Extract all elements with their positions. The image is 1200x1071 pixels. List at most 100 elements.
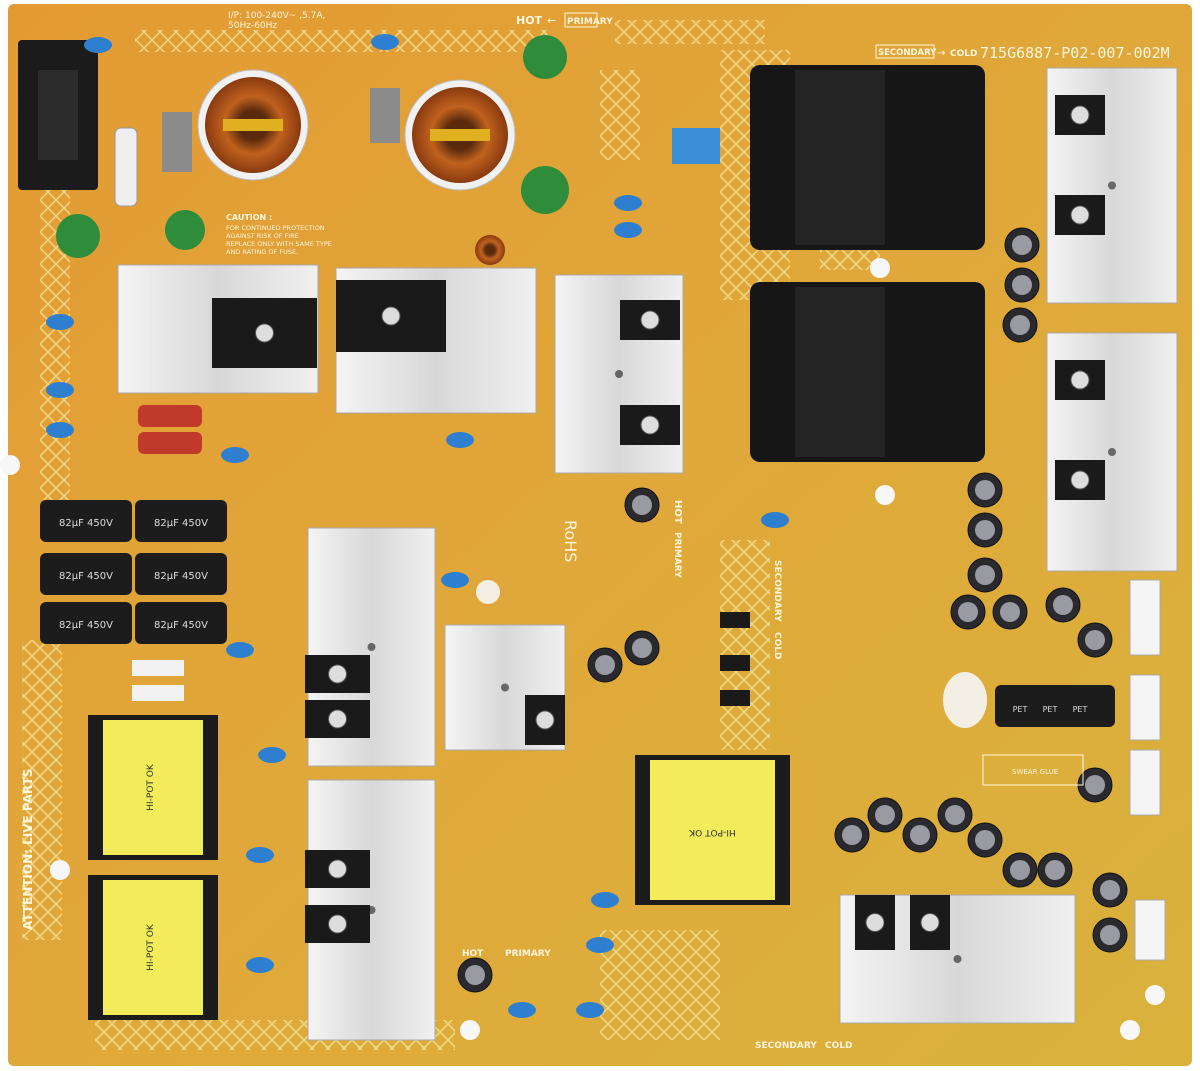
bulk-electrolytic-capacitor [135, 602, 227, 644]
film-capacitor [162, 112, 192, 172]
mounting-screw [920, 913, 940, 932]
mounting-screw [1070, 105, 1090, 125]
ceramic-capacitor [46, 382, 74, 398]
part-number: 715G6887-P02-007-002M [980, 44, 1170, 62]
mounting-screw [640, 415, 660, 435]
secondary-label: SECONDARY [755, 1041, 817, 1051]
capacitor-top [1012, 275, 1032, 295]
small-inductor [475, 235, 505, 265]
capacitor-top [975, 480, 995, 500]
hatched-copper-area [600, 930, 720, 1040]
caution-title: CAUTION : [226, 213, 272, 222]
pet-label: PET [1043, 705, 1058, 714]
capacitor-top [1085, 775, 1105, 795]
secondary-label: SECONDARY [878, 48, 937, 58]
input-rating-text: I/P: 100-240V~ ,5.7A, [228, 11, 325, 21]
capacitor-top [1053, 595, 1073, 615]
board-mounting-hole [875, 485, 895, 505]
secondary-cold-marking-mid: SECONDARY COLD [772, 560, 782, 659]
mounting-screw [640, 310, 660, 330]
mounting-screw [328, 914, 347, 934]
ceramic-capacitor [84, 37, 112, 53]
hatched-copper-area [600, 70, 640, 160]
ceramic-capacitor [614, 195, 642, 211]
capacitor-top [465, 965, 485, 985]
varistor [165, 210, 205, 250]
secondary-box [875, 44, 935, 59]
ceramic-capacitor [446, 432, 474, 448]
ceramic-capacitor [761, 512, 789, 528]
bulk-electrolytic-capacitor [40, 553, 132, 595]
transformer-core [795, 287, 885, 457]
heatsink-hole [501, 683, 509, 692]
capacitor-rating: 82µF 450V [59, 620, 113, 631]
transformer-core [795, 70, 885, 245]
primary-label: PRIMARY [567, 17, 613, 27]
hatched-copper-area [720, 540, 770, 750]
cold-label: COLD [825, 1041, 852, 1051]
ceramic-capacitor [441, 572, 469, 588]
capacitor-top [1000, 602, 1020, 622]
swear-glue-label: SWEAR GLUE [1012, 768, 1058, 776]
wire-connector [1129, 579, 1161, 656]
capacitor-top [1010, 315, 1030, 335]
capacitor-top [1012, 235, 1032, 255]
red-film-capacitor [138, 432, 202, 454]
primary-label: PRIMARY [672, 532, 682, 578]
optocoupler [720, 612, 750, 628]
input-frequency-text: 50Hz-60Hz [228, 21, 277, 31]
board-mounting-hole [0, 455, 20, 475]
mounting-screw [535, 710, 555, 730]
glue-area [982, 754, 1084, 786]
capacitor-rating: 82µF 450V [59, 571, 113, 582]
transformer-label: HI-POT OK [688, 827, 736, 837]
capacitor-top [875, 805, 895, 825]
mounting-screw [865, 913, 885, 932]
bulk-electrolytic-capacitor [40, 500, 132, 542]
heatsink-hole [615, 370, 623, 378]
capacitor-rating: 82µF 450V [59, 518, 113, 529]
ceramic-capacitor [46, 422, 74, 438]
yellow-transformer [650, 760, 775, 900]
wire-connector [1134, 899, 1166, 961]
optocoupler [720, 690, 750, 706]
primary-box [564, 12, 598, 28]
caution-line: FOR CONTINUED PROTECTION [226, 224, 325, 232]
hot-primary-marking-mid: HOT PRIMARY [672, 500, 683, 578]
capacitor-top [975, 565, 995, 585]
varistor [56, 214, 100, 258]
hatched-copper-area [135, 30, 555, 52]
capacitor-top [1100, 925, 1120, 945]
ceramic-capacitor [591, 892, 619, 908]
capacitor-top [975, 830, 995, 850]
ceramic-capacitor [586, 937, 614, 953]
mounting-screw [328, 709, 347, 729]
ceramic-capacitor [246, 847, 274, 863]
mounting-screw [255, 323, 274, 343]
caution-line: REPLACE ONLY WITH SAME TYPE [226, 240, 332, 248]
fuse [114, 127, 138, 207]
ceramic-capacitor [258, 747, 286, 763]
ceramic-resistor [132, 660, 184, 676]
pet-label: PET [1073, 705, 1088, 714]
ceramic-capacitor [221, 447, 249, 463]
capacitor-top [632, 638, 652, 658]
heatsink-hole [1108, 448, 1116, 456]
mounting-screw [328, 664, 347, 684]
connector-socket [38, 70, 78, 160]
capacitor-rating: 82µF 450V [154, 571, 208, 582]
capacitor-top [1100, 880, 1120, 900]
mounting-screw [1070, 470, 1090, 490]
capacitor-top [910, 825, 930, 845]
bulk-electrolytic-capacitor [40, 602, 132, 644]
red-film-capacitor [138, 405, 202, 427]
capacitor-top [975, 520, 995, 540]
cold-label: COLD [950, 49, 977, 59]
heatsink-hole [1108, 181, 1116, 190]
heatsink-hole [953, 955, 962, 963]
ceramic-capacitor [246, 957, 274, 973]
capacitor-rating: 82µF 450V [154, 620, 208, 631]
board-mounting-hole [1145, 985, 1165, 1005]
capacitor-top [945, 805, 965, 825]
